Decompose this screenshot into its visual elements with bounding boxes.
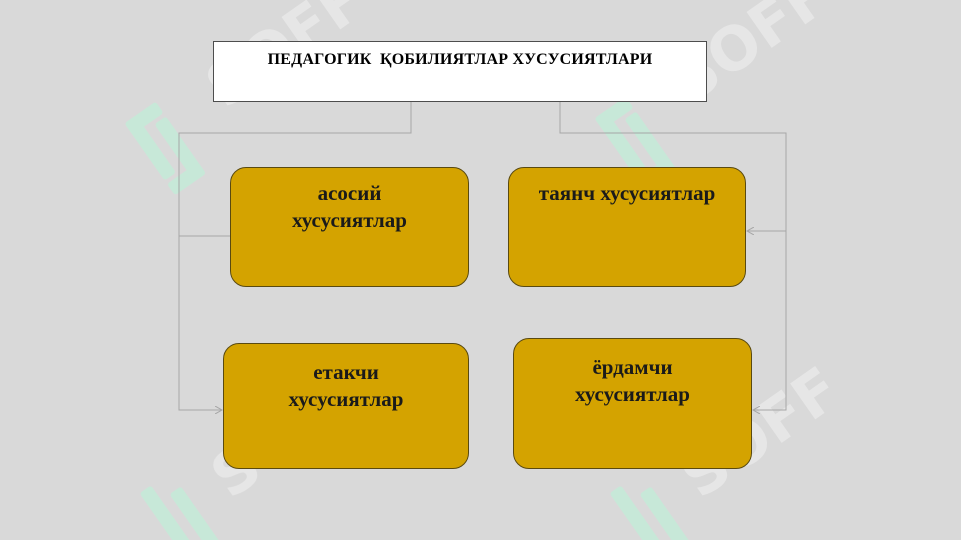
node-basic-properties: асосий хусусиятлар — [230, 167, 469, 287]
connector-right — [559, 102, 787, 410]
node-label-line: таянч хусусиятлар — [538, 181, 716, 205]
node-label-line: хусусиятлар — [575, 382, 690, 406]
node-leading-properties: етакчи хусусиятлар — [223, 343, 469, 469]
node-label-line: ёрдамчи — [592, 355, 673, 379]
connector-left — [178, 102, 412, 410]
node-supporting-properties: таянч хусусиятлар — [508, 167, 746, 287]
title-box: ПЕДАГОГИК ҚОБИЛИЯТЛАР ХУСУСИЯТЛАРИ — [213, 41, 707, 102]
node-label-line: хусусиятлар — [292, 208, 407, 232]
node-label-line: асосий — [317, 181, 382, 205]
node-auxiliary-properties: ёрдамчи хусусиятлар — [513, 338, 752, 469]
diagram-title: ПЕДАГОГИК ҚОБИЛИЯТЛАР ХУСУСИЯТЛАРИ — [267, 51, 653, 68]
node-label-line: хусусиятлар — [288, 387, 404, 411]
node-label-line: етакчи — [313, 360, 379, 384]
